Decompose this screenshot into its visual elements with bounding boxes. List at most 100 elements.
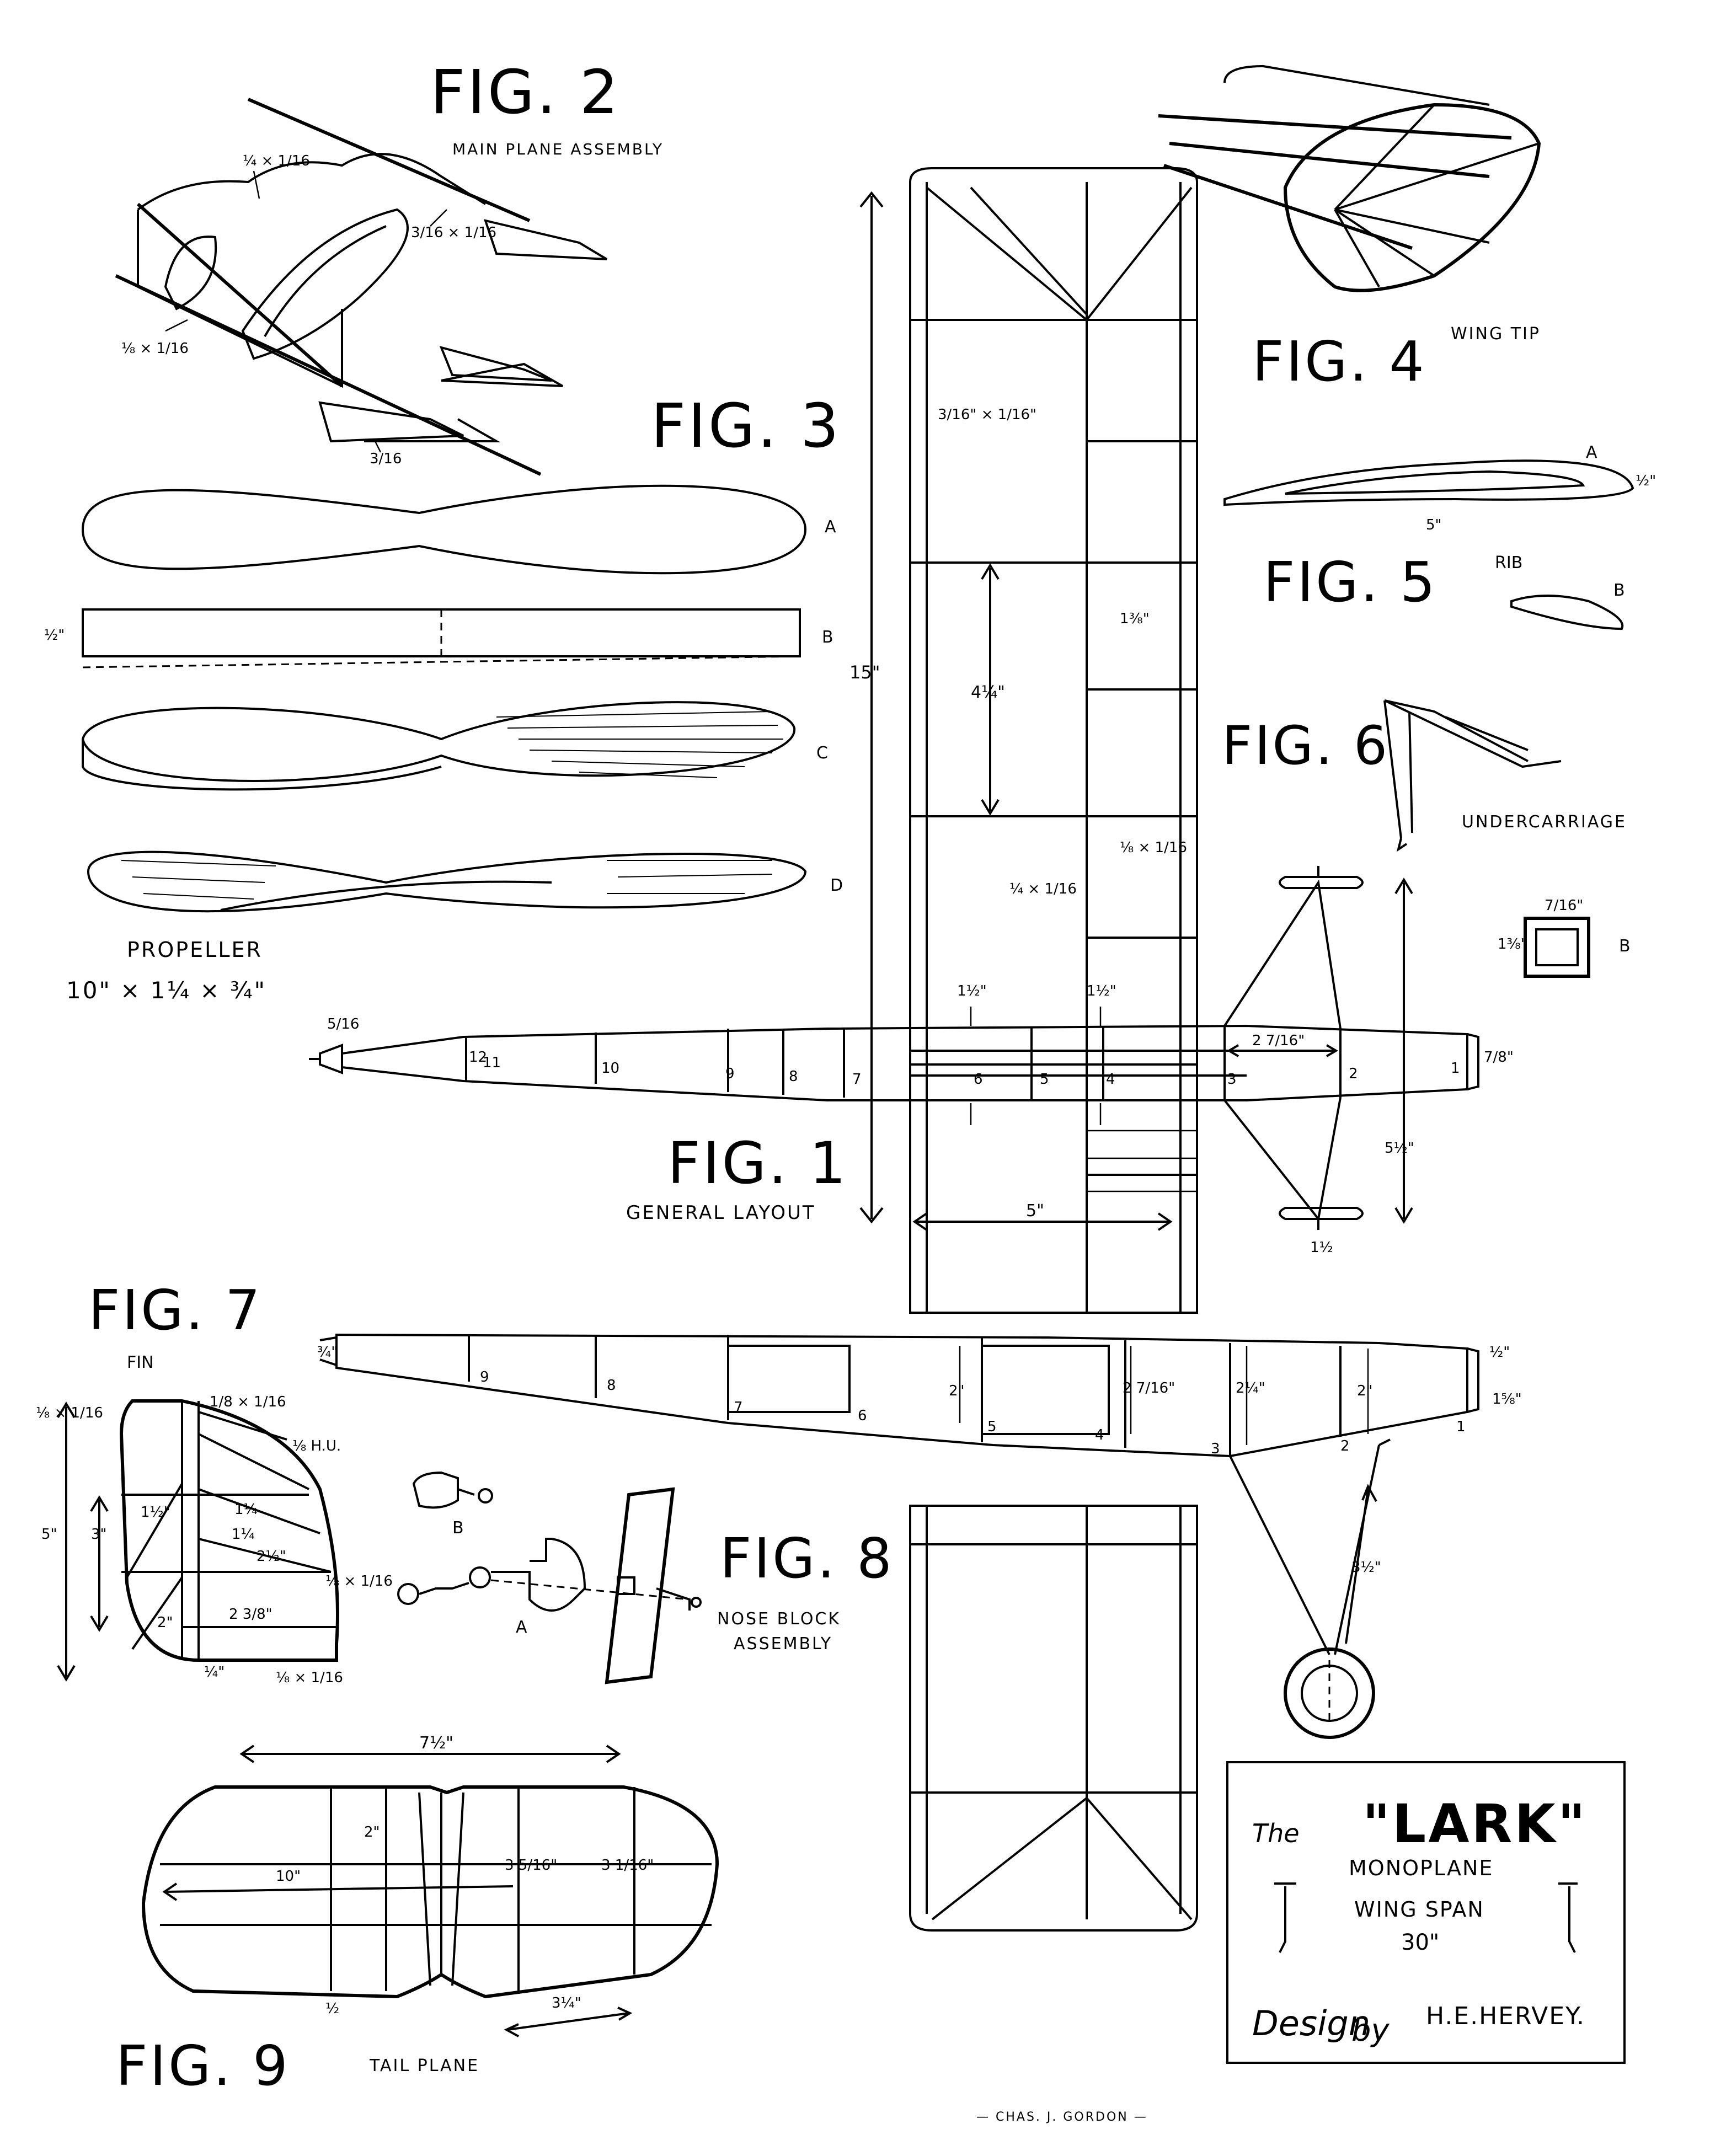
fig8-label-a: A bbox=[516, 1618, 527, 1637]
wing-plan-lower bbox=[909, 1505, 1198, 1932]
fig8-hook-shaft bbox=[419, 1582, 469, 1595]
fig7-s3: ⅛ H.U. bbox=[292, 1438, 341, 1454]
side-dim-1: ½" bbox=[1489, 1344, 1510, 1361]
fig4-trailing-edge bbox=[1223, 65, 1490, 106]
draftsman-credit: — CHAS. J. GORDON — bbox=[976, 2110, 1148, 2124]
fig5-rib-a-lightening bbox=[1285, 470, 1585, 495]
fig8-caption-1: NOSE BLOCK bbox=[717, 1609, 841, 1629]
fig9-caption: TAIL PLANE bbox=[369, 2056, 479, 2075]
fuselage-side-outline bbox=[335, 1333, 1468, 1458]
side-dim-5: 2¼" bbox=[1236, 1380, 1265, 1397]
station-number: 8 bbox=[789, 1068, 798, 1085]
fig3-view-d-label: D bbox=[830, 876, 843, 895]
station-number: 11 bbox=[483, 1055, 501, 1071]
undercarriage-side-struts bbox=[1229, 1438, 1391, 1655]
fig4-caption: WING TIP bbox=[1451, 324, 1541, 344]
fig9-outline bbox=[141, 1785, 719, 1999]
fig5-height: ½" bbox=[1636, 473, 1656, 489]
fig2-leaders bbox=[165, 170, 447, 453]
fig8-hook bbox=[397, 1583, 419, 1605]
fig4-tip-outline bbox=[1283, 103, 1541, 292]
station-number: 7 bbox=[734, 1399, 743, 1416]
wing-spar-label: ¼ × 1/16 bbox=[1009, 881, 1077, 897]
wing-chord-label: 5" bbox=[1026, 1201, 1044, 1221]
fuselage-side-stations bbox=[468, 1335, 1342, 1456]
fig2-trailing-clips bbox=[318, 219, 608, 443]
title-by: by bbox=[1351, 2013, 1390, 2048]
fig2-title: FIG. 2 bbox=[430, 57, 621, 127]
station-number: 3 bbox=[1227, 1071, 1237, 1088]
fuselage-plan-nose bbox=[309, 1044, 343, 1074]
station-number: 3 bbox=[1211, 1441, 1220, 1457]
undercarriage-plan-wheels bbox=[1279, 876, 1364, 1220]
fig8-propeller-hub bbox=[617, 1576, 691, 1611]
fig2-dim-strip: 3/16 × 1/16 bbox=[411, 224, 496, 241]
wing-bay-dimension bbox=[981, 563, 1000, 816]
fig9-h1: 2" bbox=[364, 1824, 380, 1841]
fig5-label-b: B bbox=[1613, 581, 1625, 600]
station-number: 4 bbox=[1095, 1427, 1104, 1443]
fig2-leading-edge bbox=[137, 210, 343, 388]
gear-label: 2 7/16" bbox=[1252, 1032, 1305, 1049]
title-name: "LARK" bbox=[1362, 1793, 1588, 1855]
station-number: 2 bbox=[1349, 1066, 1358, 1082]
fig2-rib-2 bbox=[241, 208, 409, 360]
undercarriage-side-wheel bbox=[1284, 1647, 1375, 1739]
fig5-rib-a-outline bbox=[1223, 459, 1634, 506]
fig3-view-d-outline bbox=[87, 850, 807, 913]
wing-strip-label: ⅛ × 1/16 bbox=[1120, 839, 1187, 856]
station-number: 1 bbox=[1456, 1419, 1466, 1435]
fig7-b2: 1½" bbox=[141, 1504, 170, 1521]
fig3-view-a-outline bbox=[81, 484, 807, 575]
station-number: 10 bbox=[601, 1060, 619, 1077]
fig2-dim-edge: ⅛ × 1/16 bbox=[121, 340, 189, 357]
station-number: 4 bbox=[1106, 1071, 1115, 1088]
fig8-nose-block-body bbox=[491, 1538, 586, 1612]
fuselage-plan-stations bbox=[465, 1026, 1342, 1100]
fig7-v: ¼" bbox=[204, 1664, 225, 1681]
fig5-label-a: A bbox=[1586, 443, 1597, 462]
title-span-label: WING SPAN bbox=[1354, 1897, 1484, 1922]
fig3-view-b-dashed bbox=[82, 609, 800, 668]
fig2-dim-spar: ¼ × 1/16 bbox=[243, 153, 310, 169]
fig6-section-h: 1⅜" bbox=[1498, 936, 1527, 953]
fig4-tip-bracing bbox=[1334, 104, 1540, 287]
fig4-title: FIG. 4 bbox=[1252, 329, 1426, 394]
side-dim-2: 1⅝" bbox=[1492, 1391, 1522, 1408]
fig6-caption: UNDERCARRIAGE bbox=[1462, 812, 1627, 832]
fuselage-side-windows bbox=[728, 1345, 1110, 1435]
fig6-wire-strut-2 bbox=[1408, 711, 1529, 833]
fig7-fin-outline bbox=[119, 1399, 339, 1662]
fig5-rib: A ½" 5" FIG. 5 RIB B bbox=[1223, 443, 1656, 630]
station-width-2: 1½" bbox=[1087, 983, 1116, 999]
fuselage-plan-cabin-stringers bbox=[910, 1050, 1247, 1077]
fig1-wing-plan: 15" 4¼" 1⅜" 3/16" × 1/16" ¼ × 1/16 ⅛ × 1… bbox=[626, 167, 1198, 1314]
fig5-caption: RIB bbox=[1495, 553, 1522, 573]
fig6-section-b-inner bbox=[1535, 928, 1579, 966]
wing-le-label: 3/16" × 1/16" bbox=[938, 406, 1036, 423]
wing-lower-bays bbox=[910, 1543, 1197, 1794]
tail-width-label: 7/8" bbox=[1484, 1049, 1514, 1066]
station-width-1: 1½" bbox=[957, 983, 987, 999]
fig9-ribs bbox=[330, 1787, 635, 1994]
fig9-center-dimension bbox=[162, 1882, 514, 1901]
title-block: The "LARK" MONOPLANE WING SPAN 30" Desig… bbox=[1226, 1761, 1626, 2064]
fig7-b1: 1¼ bbox=[234, 1501, 258, 1518]
fig9-spars bbox=[160, 1863, 712, 1926]
wing-plan-edges bbox=[926, 182, 1182, 1313]
fig6-undercarriage: FIG. 6 UNDERCARRIAGE 7/16" 1⅜" B bbox=[1222, 699, 1631, 978]
fig7-fin-post bbox=[181, 1401, 200, 1660]
fig3-view-c-label: C bbox=[816, 743, 828, 763]
fig8-title: FIG. 8 bbox=[720, 1526, 894, 1591]
fig7-s5: ⅛ × 1/16 bbox=[276, 1670, 343, 1686]
fig8-b-block bbox=[412, 1471, 475, 1509]
station-number: 5 bbox=[1040, 1071, 1049, 1088]
fig9-span-label: 7½" bbox=[419, 1734, 453, 1753]
fuselage-plan-view: 5½" 1½ 2 7/16" 1½" 1½" 5/16 7/8" 12 11 1… bbox=[309, 866, 1514, 1256]
track-dimension bbox=[1394, 878, 1413, 1224]
fig2-dim-clip: 3/16 bbox=[370, 451, 402, 467]
fig3-propeller: FIG. 3 A ½" B C D PROPELLER 10" × 1¼ × ¾… bbox=[44, 390, 843, 1004]
fig5-chord: 5" bbox=[1426, 517, 1442, 533]
wing-rib-label: 1⅜" bbox=[1120, 611, 1150, 627]
fig3-view-c-outline bbox=[81, 701, 796, 791]
